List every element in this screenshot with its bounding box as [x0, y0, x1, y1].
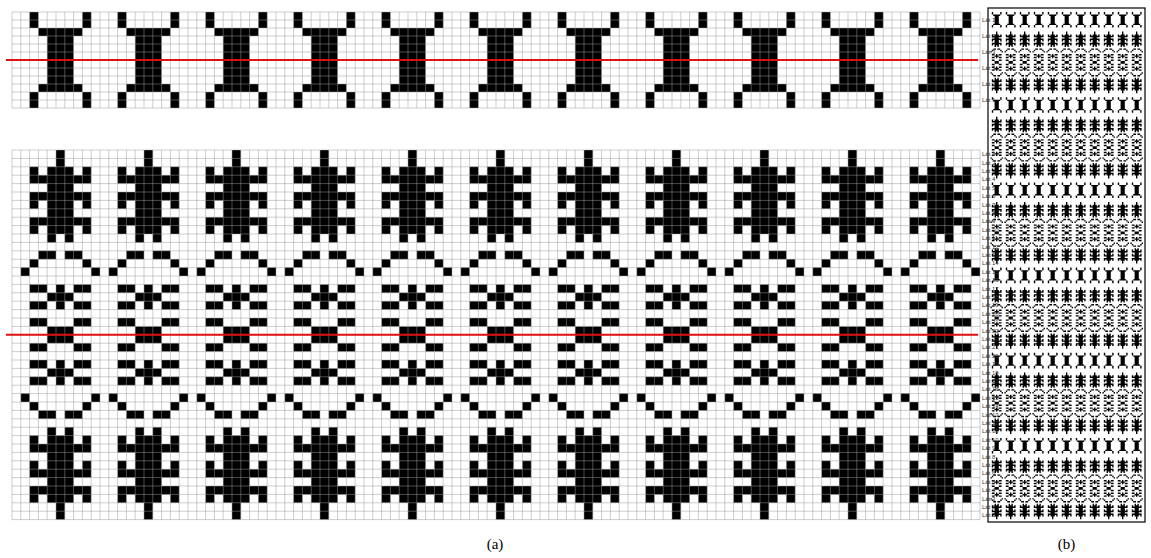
row-label: Lát 8 [982, 210, 995, 216]
preview-band [989, 182, 1143, 198]
axis-line [6, 59, 978, 61]
preview-band [989, 372, 1143, 434]
grid-ground [989, 458, 1143, 520]
row-label: Lát 15 [982, 269, 999, 275]
grid-ground [989, 12, 1143, 28]
grid-ground [989, 202, 1143, 264]
row-label: Lát 20 [982, 353, 999, 359]
grid-ground [989, 117, 1143, 179]
row-label: Lát 8 [982, 454, 995, 460]
row-label: Lát 7 [982, 202, 995, 208]
row-label: Lát 1 [982, 17, 995, 23]
row-label: Lát 16 [982, 277, 999, 283]
row-label: Lát 1 [982, 97, 995, 103]
woven-cells [990, 372, 1143, 434]
row-label: Lát 13 [982, 252, 999, 258]
row-label: Lát 4 [982, 487, 995, 493]
grid-ground [989, 438, 1143, 454]
grid-ground [989, 182, 1143, 198]
row-label: Lát 2 [982, 33, 995, 39]
row-label: Lát 3 [982, 65, 995, 71]
woven-cells [990, 287, 1143, 349]
row-label: Lát 5 [982, 185, 995, 191]
row-label: Lát 3 [982, 49, 995, 55]
grid-ground [989, 32, 1143, 94]
row-label: Lát 1 [982, 512, 995, 518]
panel-border [988, 8, 1145, 522]
row-label: Lát 15 [982, 395, 999, 401]
row-label: Lát 9 [982, 218, 995, 224]
grid-ground [989, 353, 1143, 369]
row-label: Lát 19 [982, 302, 999, 308]
row-label: Lát 6 [982, 470, 995, 476]
preview-band [989, 287, 1143, 349]
row-label: Lát 22 [982, 336, 999, 342]
woven-cells [990, 202, 1143, 264]
row-label: Lát 11 [982, 428, 998, 434]
woven-cells [992, 182, 1142, 198]
row-label: Lát 19 [982, 361, 999, 367]
row-label: Lát 22 [982, 328, 999, 334]
row-label: Lát 18 [982, 294, 999, 300]
preview-band [989, 268, 1143, 284]
row-label: Lát 14 [982, 260, 999, 266]
row-label: Lát 14 [982, 403, 999, 409]
row-label: Lát 10 [982, 227, 999, 233]
row-label: Lát 6 [982, 193, 995, 199]
preview-band [989, 12, 1143, 28]
row-label: Lát 18 [982, 370, 999, 376]
panel-ground [988, 8, 1145, 522]
grid-ground [989, 268, 1143, 284]
preview-band [989, 202, 1143, 264]
row-label: Lát 12 [982, 420, 999, 426]
row-label: Lát 12 [982, 244, 999, 250]
row-label: Lát 21 [982, 344, 999, 350]
grid-ground [989, 97, 1143, 113]
woven-cells [992, 97, 1142, 113]
subfigure-label: (b) [1058, 536, 1076, 552]
preview-band [989, 458, 1143, 520]
fabric-preview [988, 8, 1145, 522]
row-label: Lát 3 [982, 168, 995, 174]
preview-band [989, 353, 1143, 369]
row-label: Lát 2 [982, 160, 995, 166]
row-label: Lát 5 [982, 479, 995, 485]
grid-ground [989, 287, 1143, 349]
preview-band [989, 438, 1143, 454]
subfigure-label: (a) [487, 536, 504, 552]
row-label: Lát 13 [982, 412, 999, 418]
row-label: Lát 1 [982, 151, 995, 157]
row-label: Lát 16 [982, 386, 999, 392]
woven-cells [992, 438, 1142, 454]
row-label: Lát 17 [982, 378, 999, 384]
row-label: Lát 10 [982, 437, 999, 443]
preview-band [989, 32, 1143, 94]
woven-cells [990, 117, 1143, 179]
row-label: Lát 20 [982, 311, 999, 317]
woven-cells [990, 32, 1143, 94]
row-label: Lát 9 [982, 445, 995, 451]
row-label: Lát 3 [982, 496, 995, 502]
axis-line [6, 334, 978, 336]
preview-band [989, 97, 1143, 113]
grid-ground [989, 372, 1143, 434]
row-label: Lát 17 [982, 286, 999, 292]
row-label: Lát 4 [982, 176, 995, 182]
woven-cells [992, 12, 1142, 28]
woven-cells [992, 353, 1142, 369]
row-label: Lát 7 [982, 462, 995, 468]
woven-cells [990, 458, 1143, 520]
row-label: Lát 2 [982, 81, 995, 87]
woven-cells [992, 268, 1142, 284]
row-label: Lát 21 [982, 319, 999, 325]
preview-band [989, 117, 1143, 179]
row-label: Lát 2 [982, 504, 995, 510]
row-label: Lát 11 [982, 235, 998, 241]
